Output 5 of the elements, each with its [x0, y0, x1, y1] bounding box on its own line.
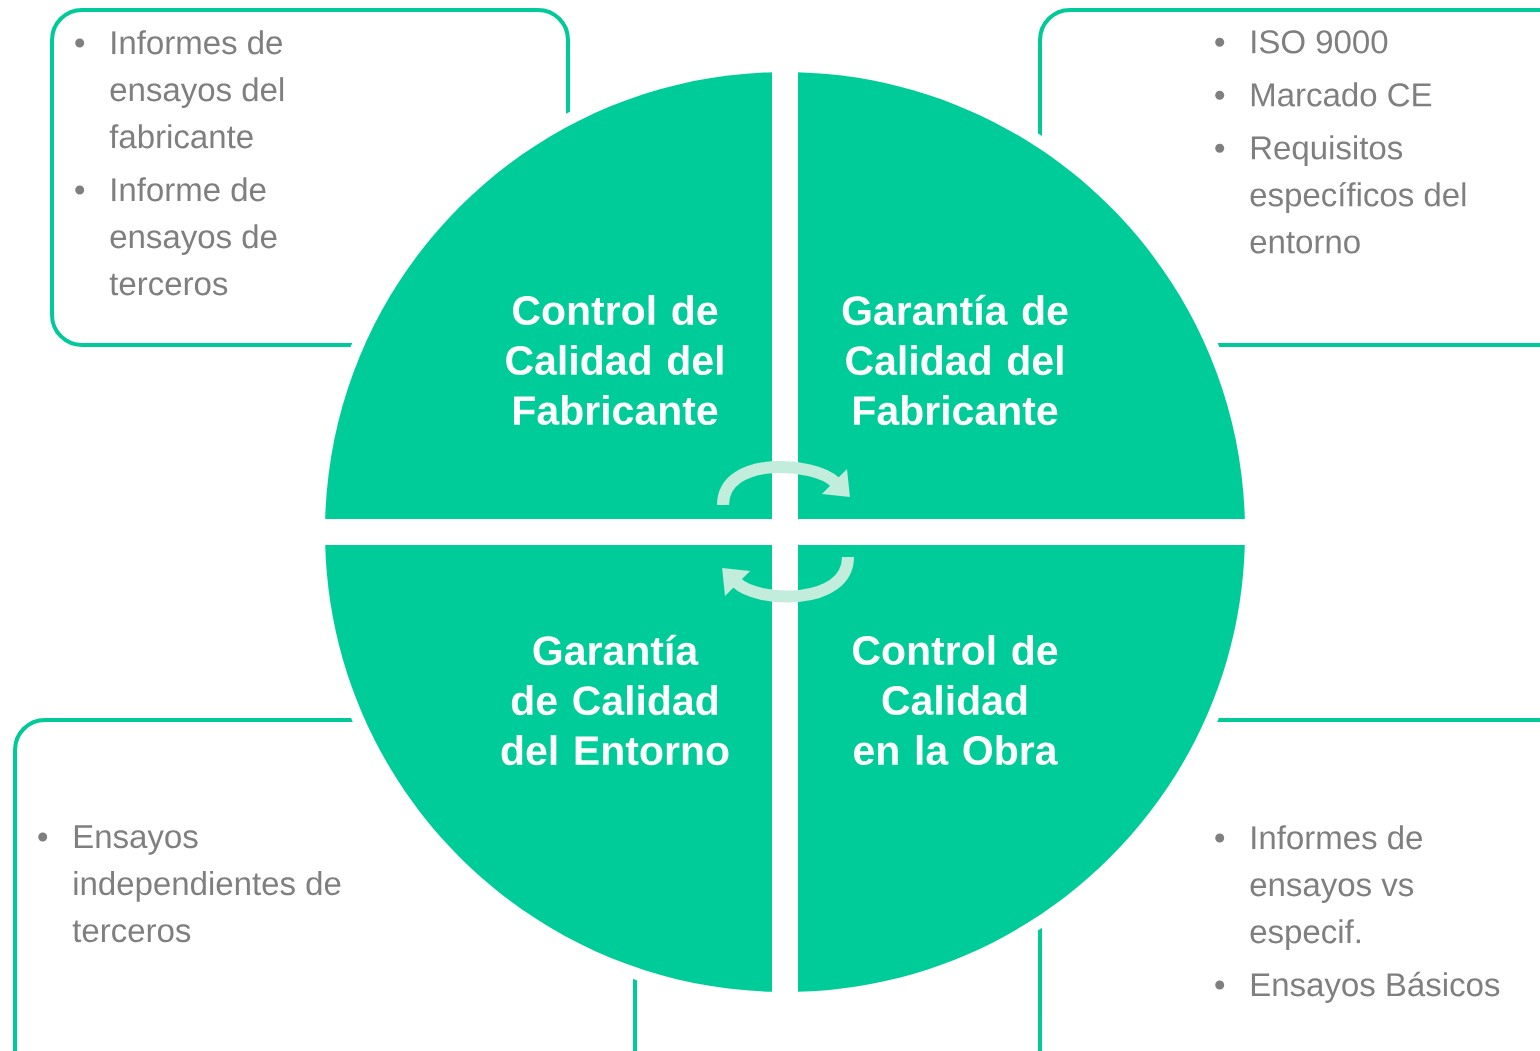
quadrant-sector: Garantía de Calidad del Fabricante — [798, 72, 1245, 519]
cycle-arrow — [717, 461, 850, 506]
cycle-arrow — [722, 556, 854, 603]
quadrant-sector: Control de Calidad en la Obra — [798, 545, 1245, 992]
quadrant-sector: Control de Calidad del Fabricante — [325, 72, 772, 519]
